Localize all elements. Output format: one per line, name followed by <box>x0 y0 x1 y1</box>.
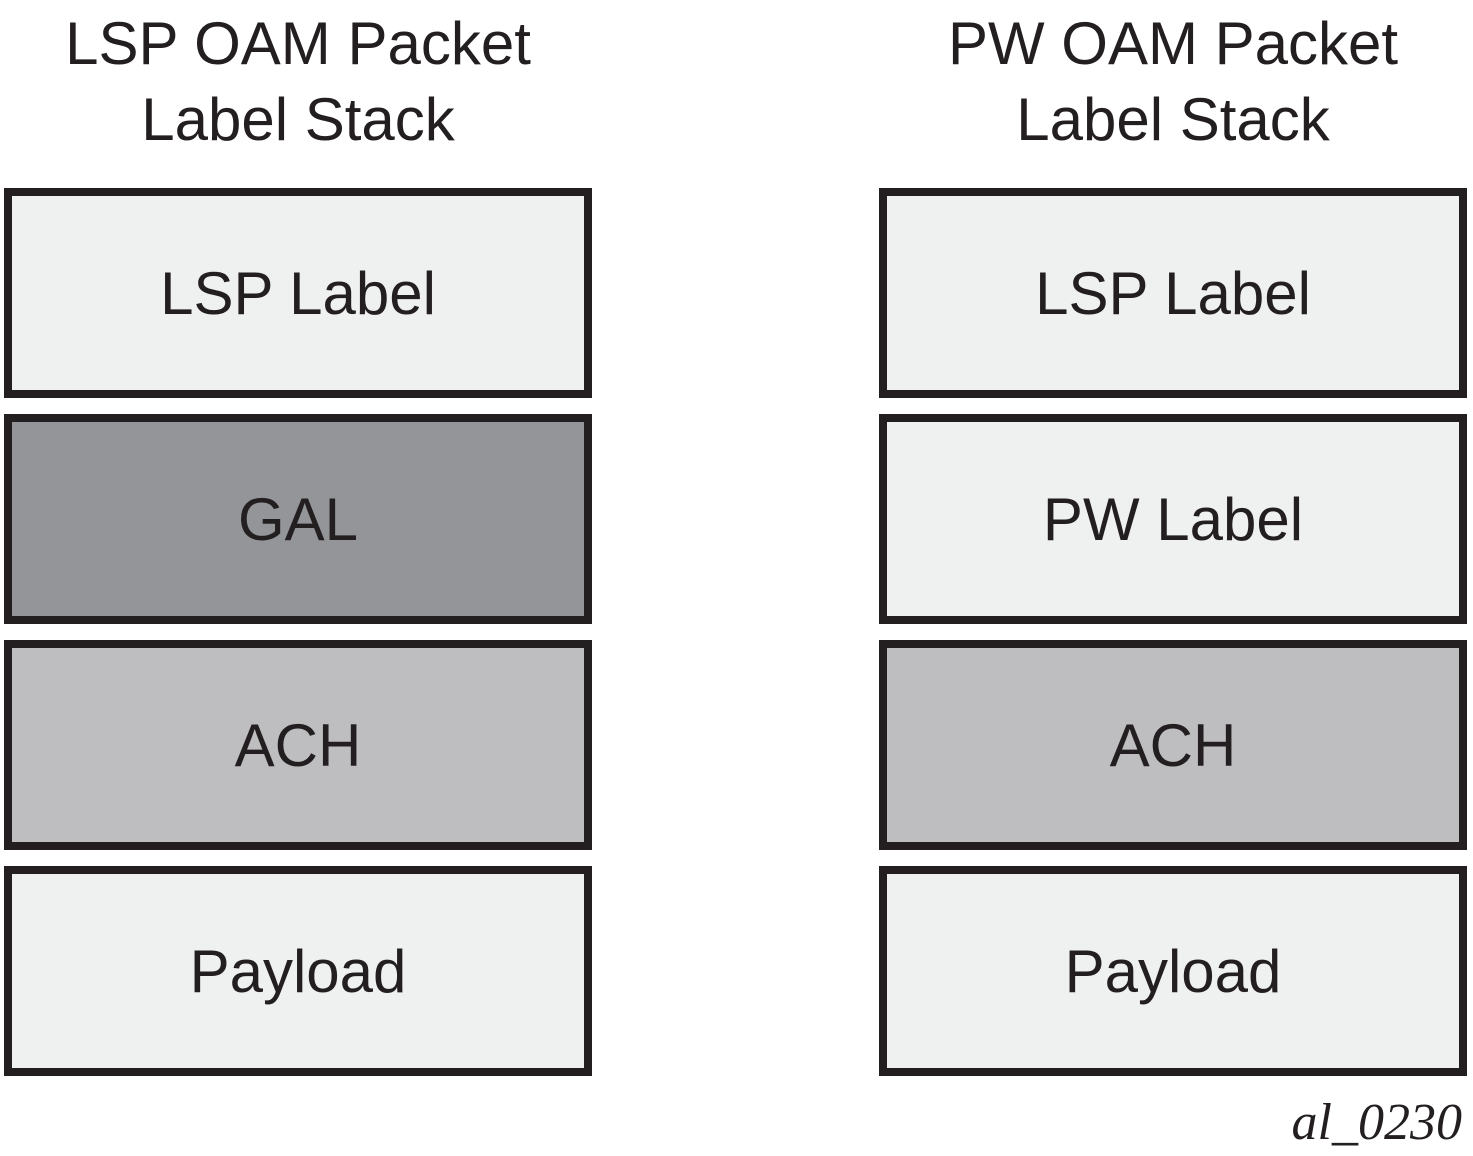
stack-box-ach-left: ACH <box>4 640 592 850</box>
stack-box-payload-left: Payload <box>4 866 592 1076</box>
stack-box-gal-text: GAL <box>237 485 359 553</box>
lsp-oam-stack-title-line2: Label Stack <box>141 86 455 153</box>
stack-box-payload-left-text: Payload <box>189 937 407 1005</box>
figure-id-caption: al_0230 <box>1291 1094 1462 1151</box>
stack-box-gal: GAL <box>4 414 592 624</box>
pw-oam-label-stack-column: PW OAM Packet Label Stack LSP Label PW L… <box>879 0 1467 1156</box>
stack-box-ach-right: ACH <box>879 640 1467 850</box>
stack-box-lsp-label-right-text: LSP Label <box>1035 259 1311 327</box>
stack-box-ach-left-text: ACH <box>234 711 362 779</box>
lsp-oam-label-stack-column: LSP OAM Packet Label Stack LSP Label GAL… <box>4 0 592 1156</box>
lsp-oam-stack-title-line1: LSP OAM Packet <box>65 10 531 77</box>
stack-box-pw-label-text: PW Label <box>1042 485 1304 553</box>
stack-box-payload-right: Payload <box>879 866 1467 1076</box>
pw-oam-stack-title-line2: Label Stack <box>1016 86 1330 153</box>
pw-oam-stack-title-line1: PW OAM Packet <box>947 10 1399 77</box>
stack-box-lsp-label: LSP Label <box>4 188 592 398</box>
stack-box-lsp-label-text: LSP Label <box>160 259 436 327</box>
stack-box-lsp-label-right: LSP Label <box>879 188 1467 398</box>
stack-box-ach-right-text: ACH <box>1109 711 1237 779</box>
stack-box-pw-label: PW Label <box>879 414 1467 624</box>
lsp-oam-stack-title: LSP OAM Packet Label Stack <box>4 6 592 158</box>
stack-box-payload-right-text: Payload <box>1064 937 1282 1005</box>
pw-oam-stack-title: PW OAM Packet Label Stack <box>879 6 1467 158</box>
